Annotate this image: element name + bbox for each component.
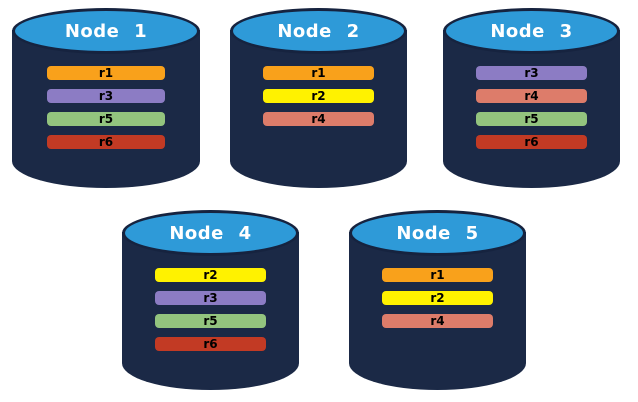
replica-bar-r5: r5 (475, 112, 588, 126)
replica-bar-r6: r6 (46, 135, 166, 149)
replica-bar-r3: r3 (46, 89, 166, 103)
node-2-cylinder: Node 2 r1 r2 r4 (230, 8, 407, 188)
node-label: Node 3 (490, 20, 573, 42)
node-4-cylinder: Node 4 r2 r3 r5 r6 (122, 210, 299, 390)
cylinder-body (12, 30, 200, 188)
replica-bar-r6: r6 (154, 337, 267, 351)
cylinder-top: Node 4 (122, 210, 299, 256)
node-label: Node 4 (169, 222, 252, 244)
node-5-cylinder: Node 5 r1 r2 r4 (349, 210, 526, 390)
replica-bar-r2: r2 (262, 89, 375, 103)
replica-bar-r1: r1 (262, 66, 375, 80)
replica-bar-r3: r3 (475, 66, 588, 80)
replica-list: r2 r3 r5 r6 (122, 268, 299, 351)
node-label: Node 5 (396, 222, 479, 244)
replica-bar-r2: r2 (381, 291, 494, 305)
cylinder-body (122, 232, 299, 390)
cylinder-body (349, 232, 526, 390)
replica-bar-r1: r1 (381, 268, 494, 282)
cylinder-top: Node 2 (230, 8, 407, 54)
replica-bar-r5: r5 (46, 112, 166, 126)
cylinder-top: Node 5 (349, 210, 526, 256)
replica-list: r3 r4 r5 r6 (443, 66, 620, 149)
replica-bar-r1: r1 (46, 66, 166, 80)
cylinder-top: Node 3 (443, 8, 620, 54)
replica-bar-r4: r4 (381, 314, 494, 328)
replica-bar-r4: r4 (475, 89, 588, 103)
node-3-cylinder: Node 3 r3 r4 r5 r6 (443, 8, 620, 188)
replica-bar-r6: r6 (475, 135, 588, 149)
cylinder-body (230, 30, 407, 188)
replica-bar-r2: r2 (154, 268, 267, 282)
node-1-cylinder: Node 1 r1 r3 r5 r6 (12, 8, 200, 188)
replica-bar-r3: r3 (154, 291, 267, 305)
node-label: Node 2 (277, 20, 360, 42)
replica-list: r1 r3 r5 r6 (12, 66, 200, 149)
node-label: Node 1 (64, 20, 148, 42)
replica-list: r1 r2 r4 (349, 268, 526, 328)
replica-bar-r4: r4 (262, 112, 375, 126)
cylinder-body (443, 30, 620, 188)
replica-list: r1 r2 r4 (230, 66, 407, 126)
cylinder-top: Node 1 (12, 8, 200, 54)
replica-bar-r5: r5 (154, 314, 267, 328)
